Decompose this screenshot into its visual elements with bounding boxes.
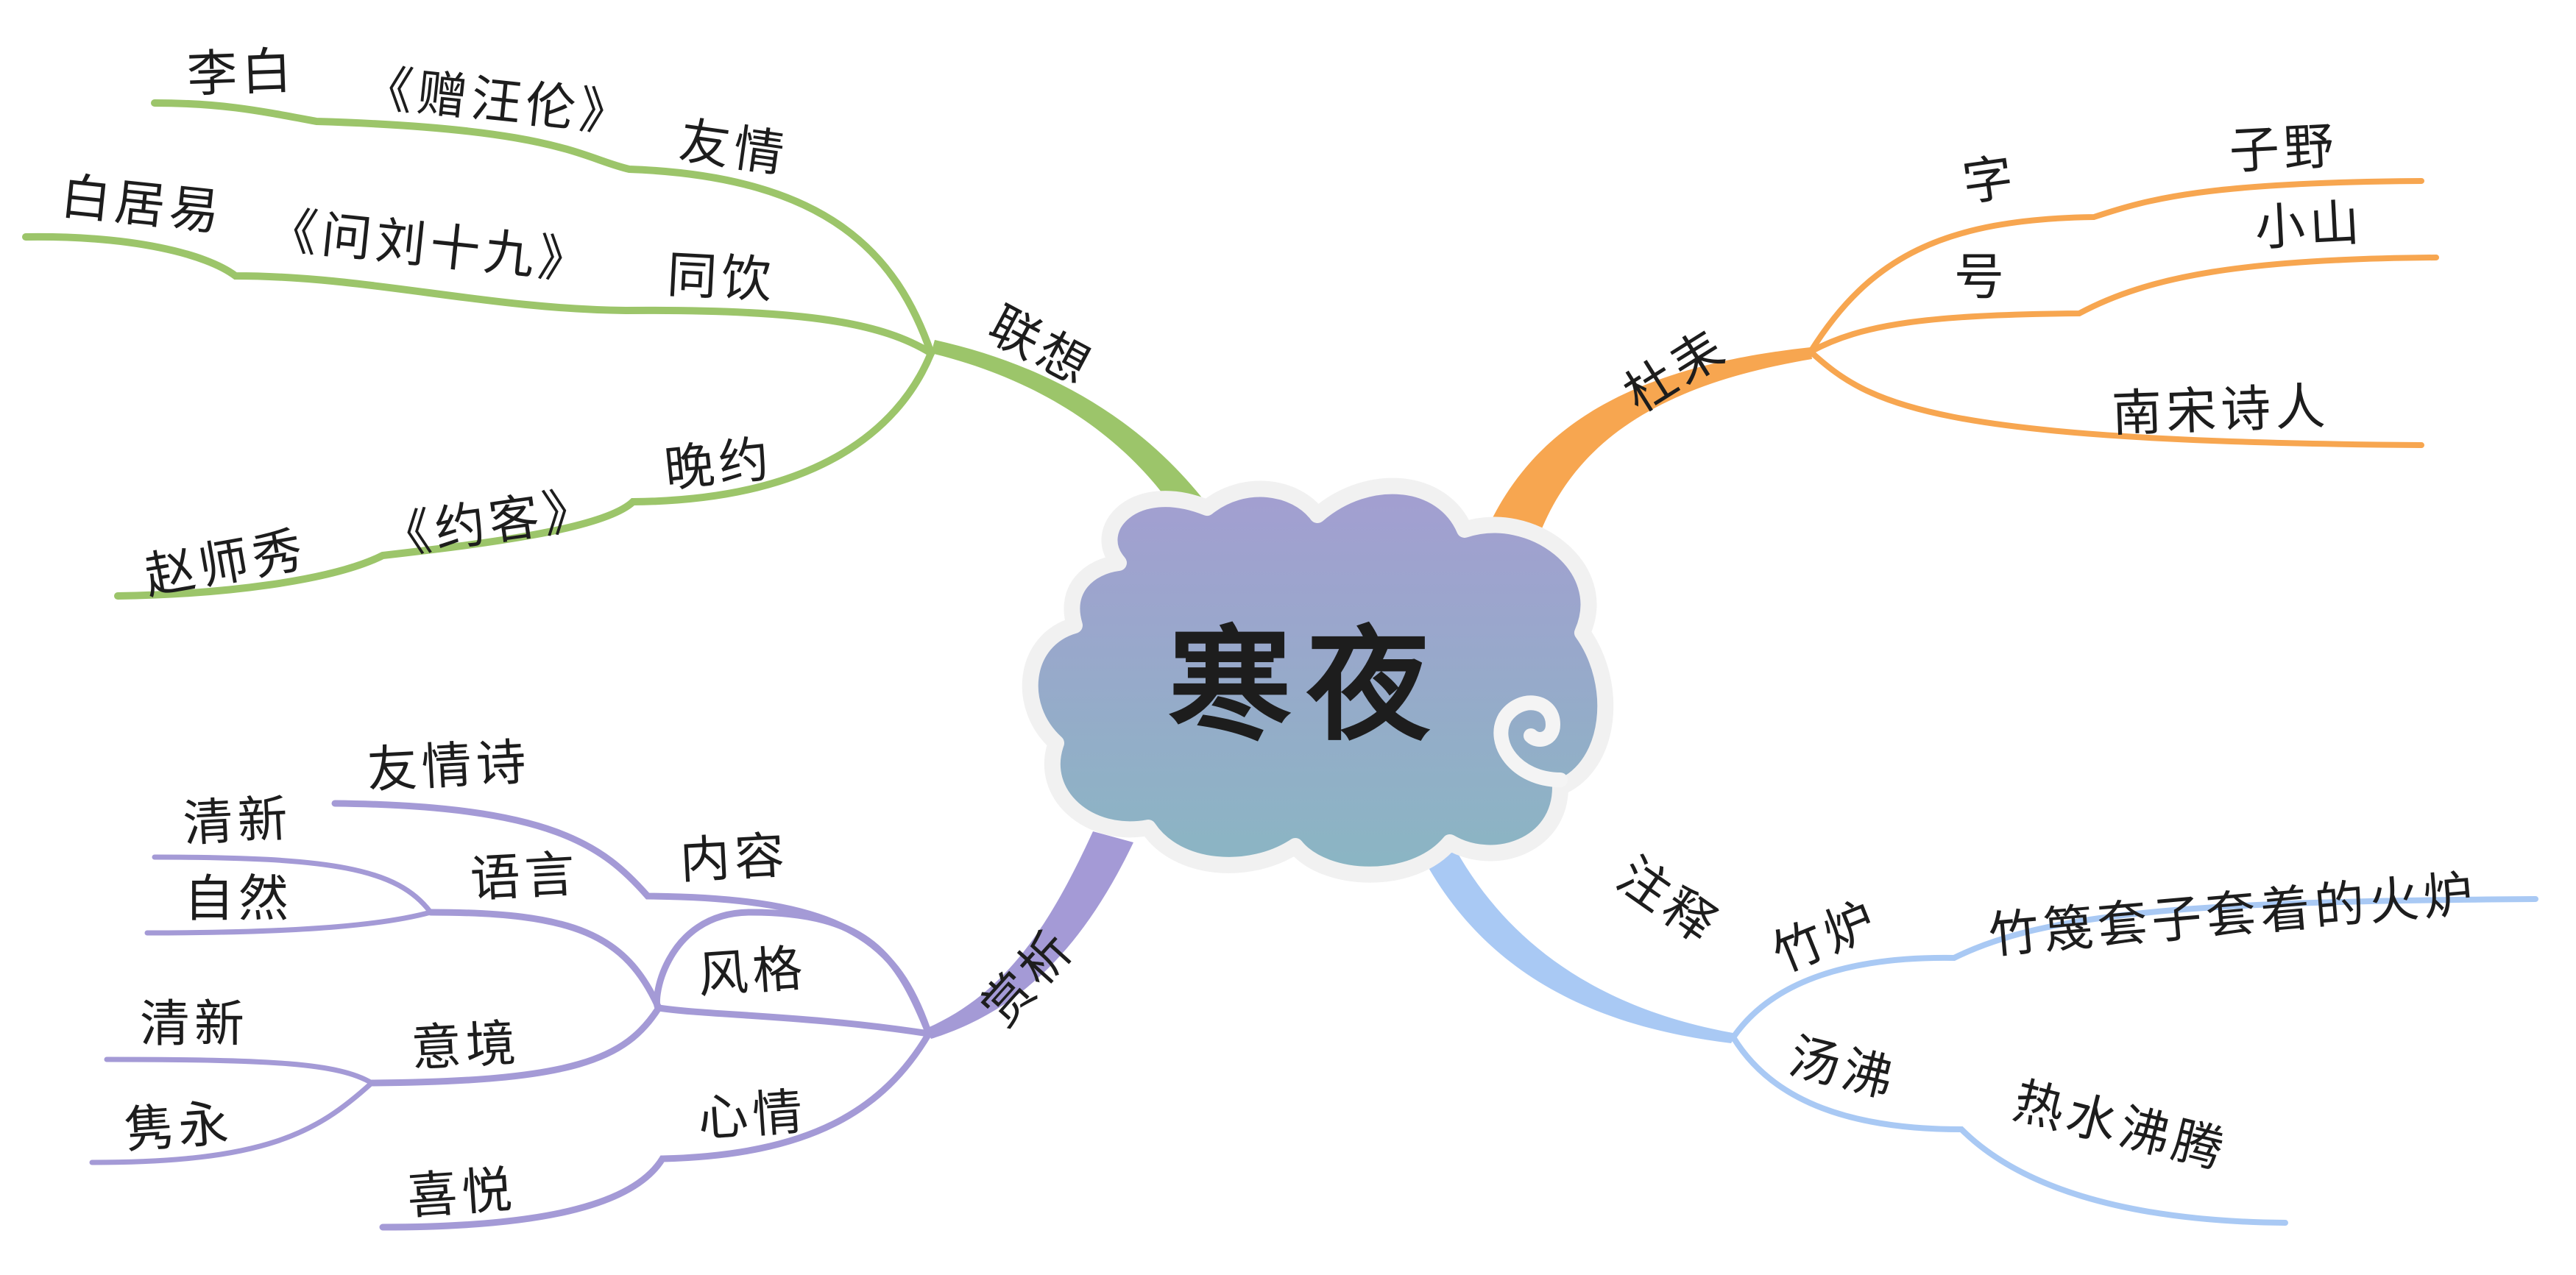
text-bai-tail: 同饮	[665, 246, 777, 310]
value-tangfei: 热水沸腾	[2008, 1072, 2233, 1181]
value-yijing-2: 隽永	[122, 1095, 235, 1160]
center-cloud: 寒夜	[1022, 477, 1614, 883]
line-fengge	[653, 909, 933, 1037]
text-libai-head: 李白	[186, 42, 297, 104]
line-tangfei	[1730, 1034, 2288, 1226]
line-yijing-1	[104, 1056, 375, 1086]
line-yijing-2	[89, 1080, 375, 1165]
cloud-shape	[1022, 477, 1614, 883]
value-yuyan-1: 清新	[182, 789, 294, 853]
value-zhulu: 竹篾套子套着的火炉	[1986, 865, 2480, 966]
line-hao	[1808, 255, 2439, 355]
value-hao: 小山	[2254, 194, 2366, 258]
label-hao: 号	[1954, 249, 2009, 307]
line-libai	[151, 99, 935, 357]
label-yijing: 意境	[410, 1015, 522, 1079]
value-yuyan-2: 自然	[184, 870, 293, 928]
line-zhao	[114, 349, 935, 600]
line-bai	[22, 232, 935, 357]
line-zi	[1808, 178, 2424, 355]
label-zhulu: 竹炉	[1765, 889, 1888, 984]
line-neirong	[331, 800, 933, 1037]
line-yijing	[368, 1004, 662, 1087]
trunk-shangxi	[926, 831, 1133, 1039]
line-yuyan-2	[144, 909, 434, 936]
label-yuyan: 语言	[469, 845, 581, 909]
branch-shangxi	[89, 800, 1133, 1231]
label-neirong: 内容	[679, 827, 790, 891]
text-bai-head: 白居易	[58, 168, 227, 243]
value-neirong: 友情诗	[366, 734, 532, 800]
text-zhao-title: 《约客》	[378, 480, 601, 567]
value-xinqing: 喜悦	[406, 1161, 518, 1226]
label-zhushi: 注释	[1607, 846, 1730, 956]
cloud-swirl	[1493, 695, 1568, 787]
label-fengge: 风格	[696, 940, 809, 1005]
line-zhulu	[1730, 896, 2538, 1040]
text-zhao-tail: 晚约	[662, 430, 776, 500]
line-identity	[1808, 349, 2424, 448]
center-title: 寒夜	[1168, 612, 1445, 758]
value-yijing-1: 清新	[140, 995, 249, 1054]
line-yuyan	[427, 909, 662, 1012]
line-yuyan-1	[152, 854, 434, 915]
label-zi: 字	[1959, 148, 2021, 213]
line-xinqing	[379, 1030, 933, 1231]
value-zi: 子野	[2228, 118, 2340, 182]
value-identity: 南宋诗人	[2111, 378, 2331, 444]
label-xinqing: 心情	[696, 1083, 809, 1148]
